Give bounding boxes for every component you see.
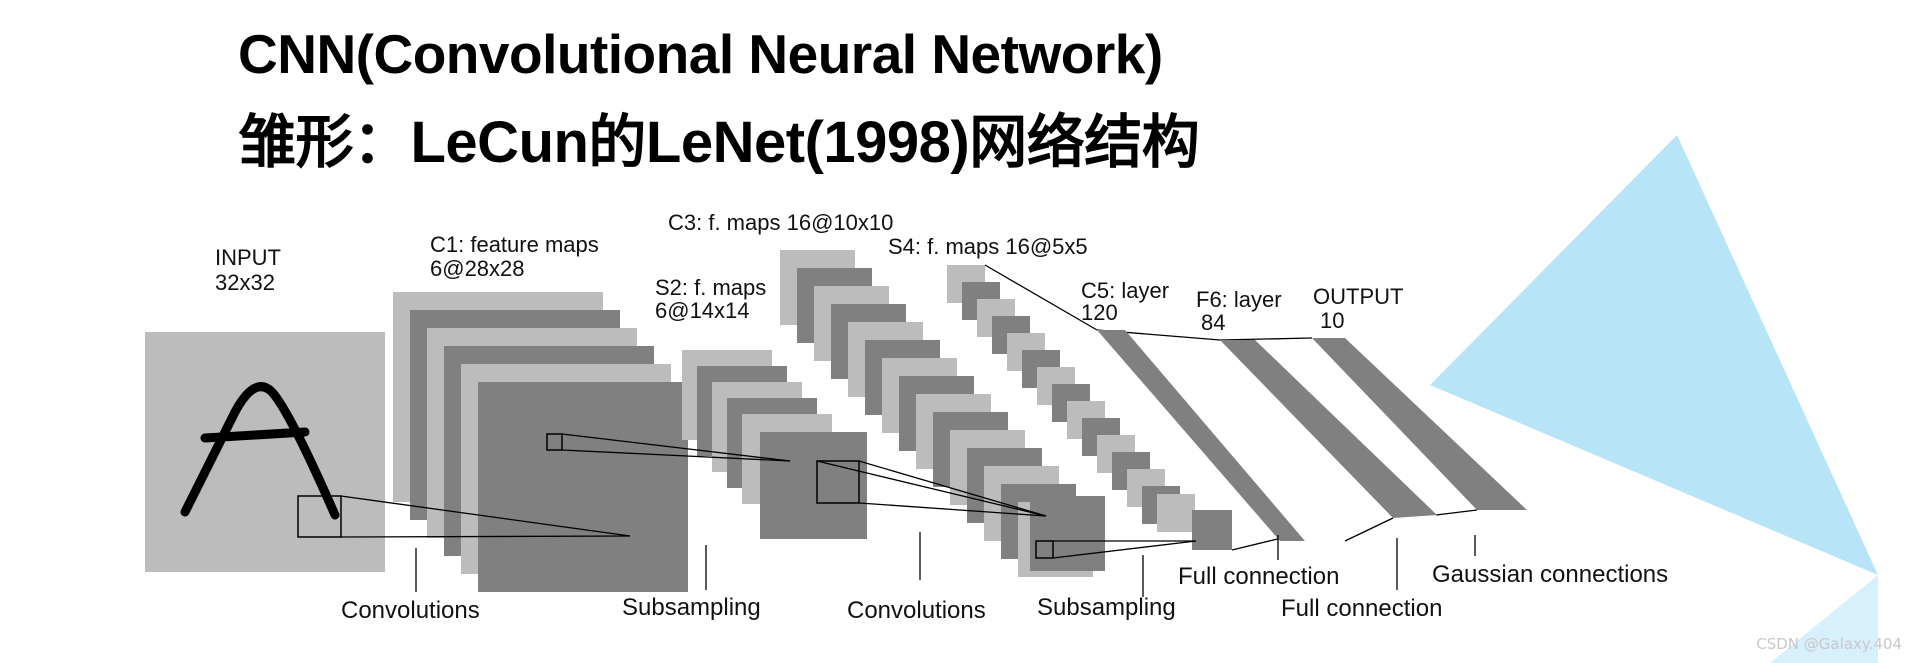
input-image xyxy=(145,332,385,572)
c1-feature-maps xyxy=(393,292,688,592)
decorative-triangle-fade xyxy=(1770,575,1878,663)
c1-size-label: 6@28x28 xyxy=(430,256,525,281)
output-layer xyxy=(1312,338,1527,510)
s4-label: S4: f. maps 16@5x5 xyxy=(888,234,1088,259)
title-line-2: 雏形：LeCun的LeNet(1998)网络结构 xyxy=(238,110,1200,175)
output-label: OUTPUT xyxy=(1313,284,1403,309)
s2-label: S2: f. maps xyxy=(655,275,766,300)
decorative-triangle xyxy=(1430,135,1878,575)
c1-label: C1: feature maps xyxy=(430,232,599,257)
op-convolutions-1: Convolutions xyxy=(341,597,480,624)
c3-label: C3: f. maps 16@10x10 xyxy=(668,210,893,235)
watermark: CSDN @Galaxy.404 xyxy=(1756,635,1902,653)
c1-receptive-field xyxy=(546,433,563,451)
input-receptive-field xyxy=(297,495,342,538)
op-full-connection-2: Full connection xyxy=(1281,595,1442,622)
f6-size-label: 84 xyxy=(1201,310,1225,335)
input-size-label: 32x32 xyxy=(215,270,275,295)
c5-size-label: 120 xyxy=(1081,300,1118,325)
c3-receptive-field xyxy=(1035,540,1054,559)
operation-leaders xyxy=(415,532,1476,597)
c5-label: C5: layer xyxy=(1081,278,1169,303)
op-convolutions-2: Convolutions xyxy=(847,597,986,624)
op-subsampling-1: Subsampling xyxy=(622,594,761,621)
op-subsampling-2: Subsampling xyxy=(1037,594,1176,621)
s4-feature-maps xyxy=(947,265,1232,550)
s2-feature-maps xyxy=(682,350,867,539)
s2-receptive-field xyxy=(816,460,860,504)
output-size-label: 10 xyxy=(1320,308,1344,333)
input-letter-a xyxy=(180,382,340,520)
op-gaussian-connections: Gaussian connections xyxy=(1432,561,1668,588)
input-label: INPUT xyxy=(215,245,281,270)
s2-size-label: 6@14x14 xyxy=(655,298,750,323)
c5-layer xyxy=(1097,330,1305,541)
f6-layer xyxy=(1220,340,1437,518)
op-full-connection-1: Full connection xyxy=(1178,563,1339,590)
title-line-1: CNN(Convolutional Neural Network) xyxy=(238,23,1163,85)
f6-label: F6: layer xyxy=(1196,287,1282,312)
